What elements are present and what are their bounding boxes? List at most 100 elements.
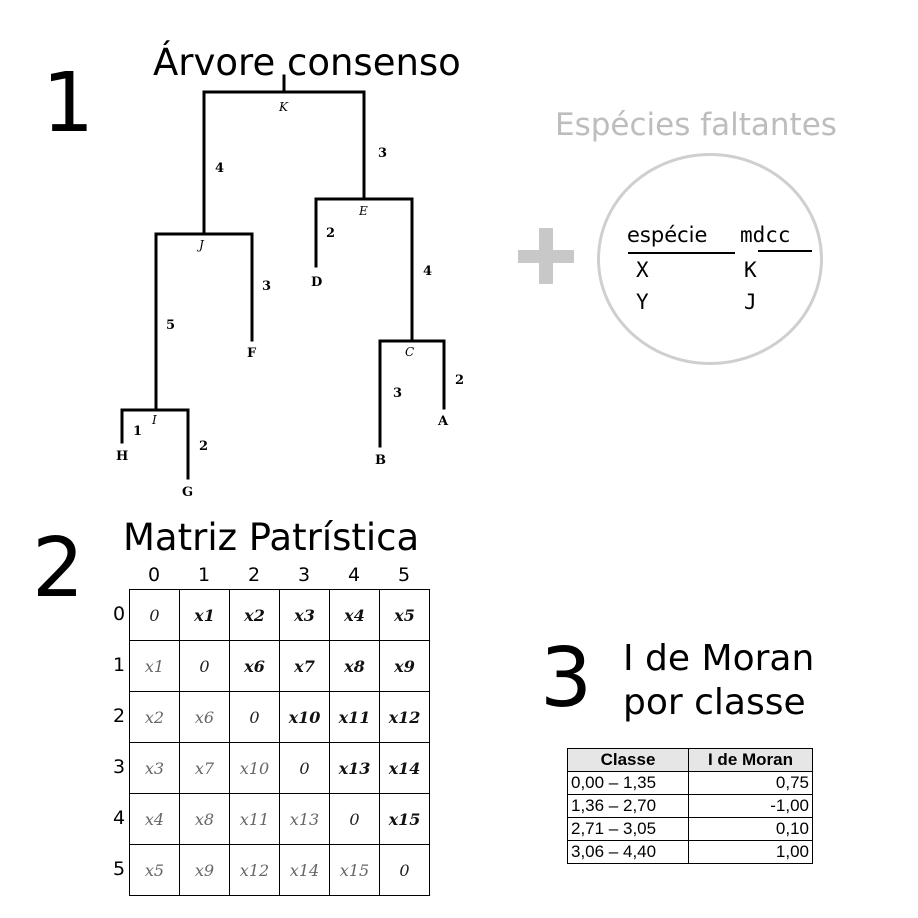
matrix-row-header: 4: [113, 807, 126, 829]
matrix-col-header: 1: [197, 564, 211, 586]
matrix-cell: x5: [379, 589, 430, 641]
table-row: 2,71 – 3,05 0,10: [567, 817, 813, 841]
tree-node-label-K: K: [279, 100, 288, 114]
matrix-cell: x10: [279, 691, 330, 743]
matrix-cell: x3: [129, 742, 180, 794]
missing-row-2-mdcc: J: [744, 290, 757, 314]
matrix-col-header: 4: [347, 564, 361, 586]
tree-node-label-C: C: [405, 345, 415, 359]
matrix-cell: x2: [229, 589, 280, 641]
matrix-row: x5 x9 x12 x14 x15 0: [129, 844, 430, 896]
matrix-cell: x9: [379, 640, 430, 692]
matrix-col-header: 5: [397, 564, 411, 586]
moran-value: 0,10: [688, 817, 813, 841]
section-3-title-line1: I de Moran: [623, 638, 815, 679]
table-row: 3,06 – 4,40 1,00: [567, 840, 813, 864]
table-row: 1,36 – 2,70 -1,00: [567, 794, 813, 818]
matrix-row-header: 3: [113, 756, 126, 778]
matrix-cell: x15: [379, 793, 430, 845]
moran-class: 2,71 – 3,05: [567, 817, 689, 841]
matrix-cell: x14: [279, 844, 330, 896]
section-1-title: Árvore consenso: [153, 41, 461, 84]
matrix-cell: 0: [279, 742, 330, 794]
branch-length-E-C: 4: [423, 264, 433, 279]
section-3-number: 3: [540, 631, 593, 726]
matrix-cell: x6: [229, 640, 280, 692]
moran-header-row: Classe I de Moran: [567, 748, 813, 772]
matrix-cell: x10: [229, 742, 280, 794]
section-3-title-line2: por classe: [623, 682, 806, 723]
matrix-cell: 0: [179, 640, 230, 692]
matrix-cell: x12: [379, 691, 430, 743]
tree-tip-B: B: [375, 453, 386, 468]
missing-header-mdcc: mdcc: [740, 223, 791, 247]
matrix-cell: x14: [379, 742, 430, 794]
matrix-cell: x8: [179, 793, 230, 845]
matrix-cell: x4: [129, 793, 180, 845]
section-2-title: Matriz Patrística: [123, 516, 420, 559]
matrix-cell: 0: [129, 589, 180, 641]
matrix-col-header: 0: [147, 564, 161, 586]
missing-row-2-species: Y: [636, 290, 649, 314]
branch-length-K-J: 4: [215, 161, 225, 176]
matrix-row: x2 x6 0 x10 x11 x12: [129, 691, 430, 743]
tree-tip-F: F: [247, 346, 257, 361]
moran-header-value: I de Moran: [688, 748, 813, 772]
tree-node-label-I: I: [152, 413, 157, 427]
table-row: 0,00 – 1,35 0,75: [567, 771, 813, 795]
matrix-row-header: 5: [113, 858, 126, 880]
matrix-cell: x6: [179, 691, 230, 743]
missing-species-title: Espécies faltantes: [555, 107, 837, 143]
matrix-cell: x9: [179, 844, 230, 896]
matrix-cell: x3: [279, 589, 330, 641]
matrix-col-header: 2: [247, 564, 261, 586]
moran-value: -1,00: [688, 794, 813, 818]
missing-header-underline-mdcc: [758, 250, 812, 252]
matrix-cell: x4: [329, 589, 380, 641]
matrix-cell: 0: [329, 793, 380, 845]
section-2-number: 2: [32, 521, 85, 616]
matrix-cell: x13: [279, 793, 330, 845]
matrix-cell: x15: [329, 844, 380, 896]
branch-length-J-F: 3: [262, 279, 272, 294]
plus-icon-vertical: [539, 228, 553, 284]
matrix-row: 0 x1 x2 x3 x4 x5: [129, 589, 430, 641]
tree-tip-H: H: [116, 449, 129, 464]
matrix-col-header: 3: [297, 564, 311, 586]
matrix-cell: x11: [329, 691, 380, 743]
moran-table: Classe I de Moran 0,00 – 1,35 0,75 1,36 …: [567, 748, 813, 864]
matrix-cell: x12: [229, 844, 280, 896]
matrix-cell: x1: [179, 589, 230, 641]
patristic-matrix: 0 x1 x2 x3 x4 x5 x1 0 x6 x7 x8 x9 x2 x6 …: [129, 589, 430, 896]
missing-row-1-species: X: [636, 258, 649, 282]
moran-header-class: Classe: [567, 748, 689, 772]
matrix-cell: x7: [279, 640, 330, 692]
moran-class: 0,00 – 1,35: [567, 771, 689, 795]
matrix-cell: x2: [129, 691, 180, 743]
moran-value: 0,75: [688, 771, 813, 795]
matrix-cell: 0: [379, 844, 430, 896]
tree-node-label-E: E: [359, 204, 368, 218]
matrix-cell: 0: [229, 691, 280, 743]
branch-length-E-D: 2: [326, 226, 336, 241]
matrix-cell: x1: [129, 640, 180, 692]
matrix-cell: x11: [229, 793, 280, 845]
tree-tip-A: A: [438, 414, 449, 429]
tree-tip-D: D: [311, 275, 323, 290]
branch-length-I-G: 2: [199, 439, 209, 454]
moran-class: 1,36 – 2,70: [567, 794, 689, 818]
branch-length-J-I: 5: [166, 318, 176, 333]
matrix-row-header: 2: [113, 705, 126, 727]
missing-header-underline-species: [628, 252, 735, 254]
matrix-row: x1 0 x6 x7 x8 x9: [129, 640, 430, 692]
matrix-cell: x7: [179, 742, 230, 794]
branch-length-I-H: 1: [133, 424, 143, 439]
branch-length-K-E: 3: [378, 146, 388, 161]
tree-tip-G: G: [182, 485, 194, 500]
matrix-row: x4 x8 x11 x13 0 x15: [129, 793, 430, 845]
missing-header-species: espécie: [627, 223, 708, 247]
matrix-row: x3 x7 x10 0 x13 x14: [129, 742, 430, 794]
moran-value: 1,00: [688, 840, 813, 864]
missing-row-1-mdcc: K: [744, 258, 757, 282]
